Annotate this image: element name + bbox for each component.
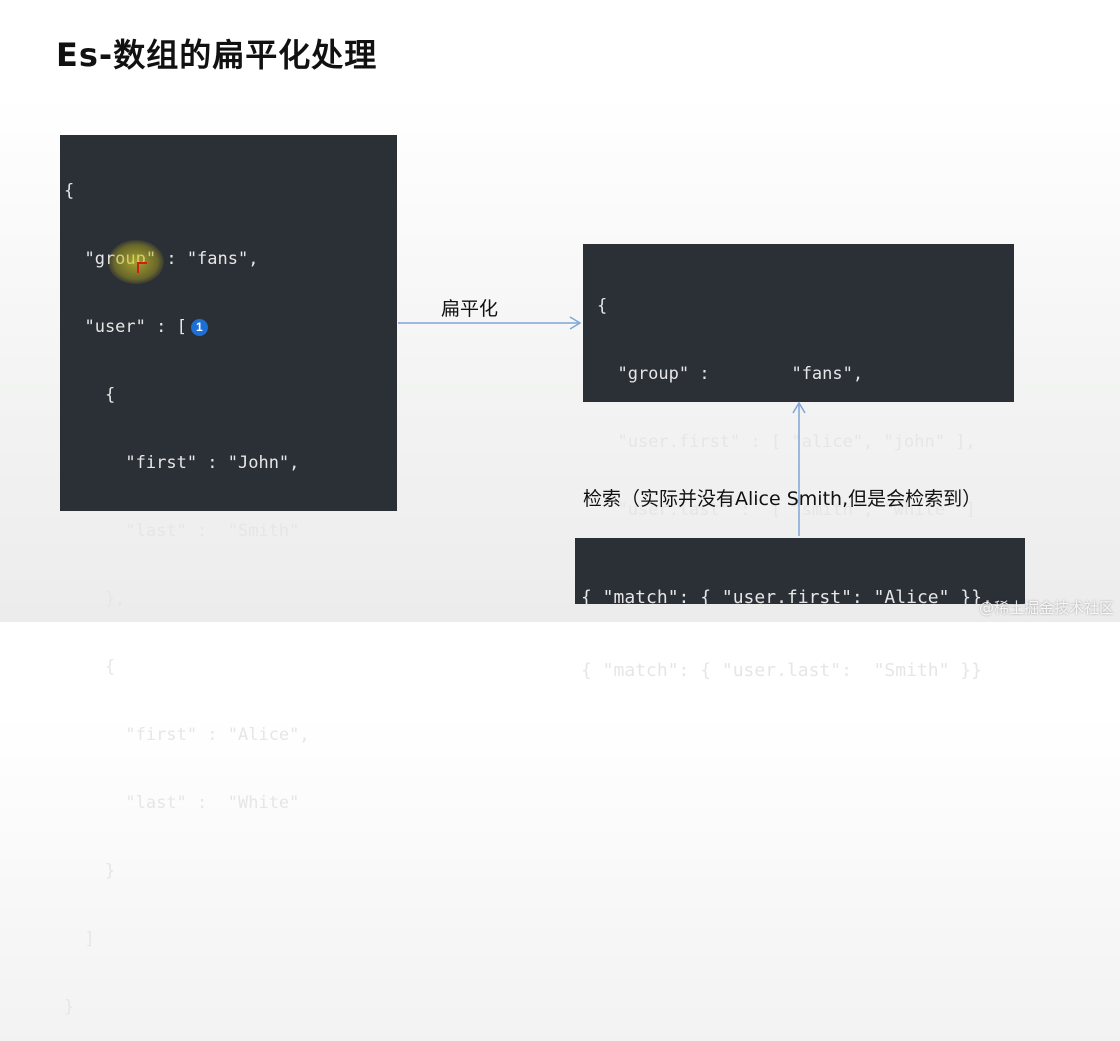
code-line: "group" : "fans", (597, 364, 864, 384)
mouse-cursor-icon (137, 262, 147, 273)
code-line-text: "user" : [ (64, 317, 187, 337)
code-line: "last" : "Smith" (64, 521, 300, 541)
flatten-label: 扁平化 (441, 298, 499, 320)
code-line: "first" : "John", (64, 453, 300, 473)
step-number-badge: 1 (190, 318, 208, 336)
code-line: "last" : "White" (64, 793, 300, 813)
code-line: }, (64, 589, 126, 609)
up-arrow (792, 401, 806, 536)
code-line: { (64, 181, 75, 201)
code-line-with-badge: "user" : [1 (64, 313, 397, 341)
code-line: { "match": { "user.first": "Alice" }}, (581, 587, 993, 608)
code-line: ] (64, 929, 95, 949)
code-line: { (597, 296, 608, 316)
code-line: "user.last" : [ "smith", "white" ] (597, 500, 976, 520)
code-line: "user.first" : [ "alice", "john" ], (597, 432, 976, 452)
slide-title: Es-数组的扁平化处理 (56, 36, 378, 74)
flow-arrows (398, 316, 806, 536)
flattened-document-code: { "group" : "fans", "user.first" : [ "al… (583, 244, 1014, 588)
watermark: @稀土掘金技术社区 (978, 599, 1114, 617)
code-line: { (64, 657, 116, 677)
right-arrow (398, 316, 582, 330)
code-line: { (64, 385, 116, 405)
original-document-code: { "group" : "fans", "user" : [1 { "first… (60, 135, 397, 1017)
code-line: "first" : "Alice", (64, 725, 310, 745)
code-line: } (64, 861, 116, 881)
code-line: } (64, 997, 75, 1017)
code-line: { "match": { "user.last": "Smith" }} (581, 660, 982, 681)
search-label: 检索（实际并没有Alice Smith,但是会检索到） (583, 488, 982, 510)
